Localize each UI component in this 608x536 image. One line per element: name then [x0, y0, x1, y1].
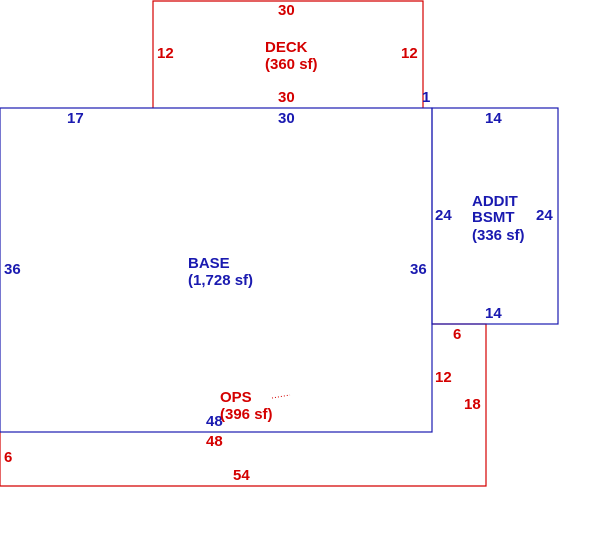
ops-left-dimension: 6	[4, 449, 12, 466]
base-area: (1,728 sf)	[188, 272, 253, 289]
addit-top-dimension: 14	[485, 110, 502, 127]
deck-right-dimension: 12	[401, 45, 418, 62]
base-top-left-dimension: 17	[67, 110, 84, 127]
deck-area: (360 sf)	[265, 56, 318, 73]
deck-outline	[152, 0, 424, 108]
base-bottom-dimension: 48	[206, 413, 223, 430]
base-left-dimension: 36	[4, 261, 21, 278]
addit-left-dimension: 24	[435, 207, 452, 224]
deck-top-dimension: 30	[278, 2, 295, 19]
deck-left-dimension: 12	[157, 45, 174, 62]
deck-offset-dimension: 1	[422, 89, 430, 106]
ops-bottom-dimension: 54	[233, 467, 250, 484]
base-top-dimension: 30	[278, 110, 295, 127]
deck-name: DECK	[265, 39, 308, 56]
base-name: BASE	[188, 255, 230, 272]
addit-name-line1: ADDIT	[472, 193, 518, 210]
addit-right-dimension: 24	[536, 207, 553, 224]
ops-top-inner-dimension: 48	[206, 433, 223, 450]
addit-bottom-dimension: 14	[485, 305, 502, 322]
ops-leader	[271, 394, 291, 399]
ops-area: (396 sf)	[220, 406, 273, 423]
ops-right-dimension: 18	[464, 396, 481, 413]
ops-name: OPS	[220, 389, 252, 406]
base-right-dimension: 36	[410, 261, 427, 278]
addit-name-line2: BSMT	[472, 209, 515, 226]
addit-bsmt-outline	[431, 107, 559, 325]
ops-step-side-dimension: 12	[435, 369, 452, 386]
ops-step-top-dimension: 6	[453, 326, 461, 343]
deck-bottom-dimension: 30	[278, 89, 295, 106]
addit-area: (336 sf)	[472, 227, 525, 244]
